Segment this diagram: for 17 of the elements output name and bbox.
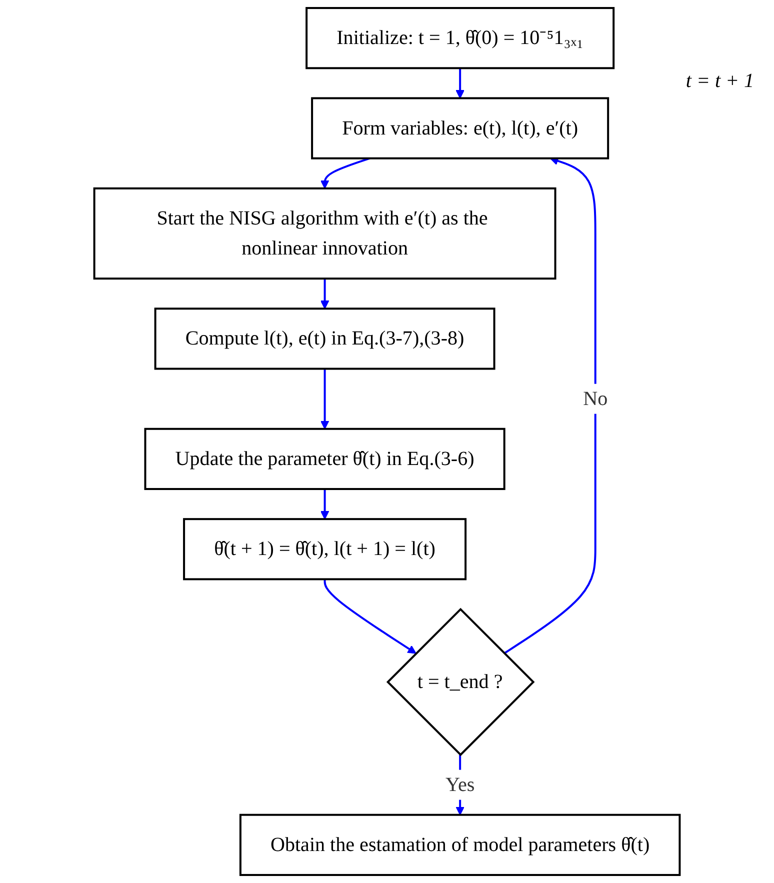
edge-label: Yes bbox=[445, 774, 475, 796]
arrow bbox=[320, 489, 330, 520]
node-diamond: t = t_end ? bbox=[386, 608, 535, 756]
arrow bbox=[320, 368, 330, 430]
node-box: Obtain the estamation of model parameters θ̂(t) bbox=[239, 814, 681, 876]
node-box: Compute l(t), e(t) in Eq.(3-7),(3-8) bbox=[154, 308, 496, 370]
arrow bbox=[456, 68, 464, 99]
node-box: Start the NISG algorithm with e′(t) as the nonlinear innovation bbox=[93, 187, 556, 280]
arrow bbox=[324, 579, 416, 654]
node-box: Update the parameter θ̂(t) in Eq.(3-6) bbox=[144, 428, 506, 490]
node-box: θ̂(t + 1) = θ̂(t), l(t + 1) = l(t) bbox=[183, 518, 467, 580]
node-box: Initialize: t = 1, θ̂(0) = 10⁻⁵1₃ₓ₁ bbox=[306, 7, 615, 70]
arrow bbox=[320, 157, 370, 189]
node-box: Form variables: e(t), l(t), e′(t) bbox=[311, 97, 610, 160]
arrow bbox=[320, 278, 330, 310]
edge-label: No bbox=[583, 388, 608, 410]
loop-counter-label: t = t + 1 bbox=[686, 70, 754, 92]
